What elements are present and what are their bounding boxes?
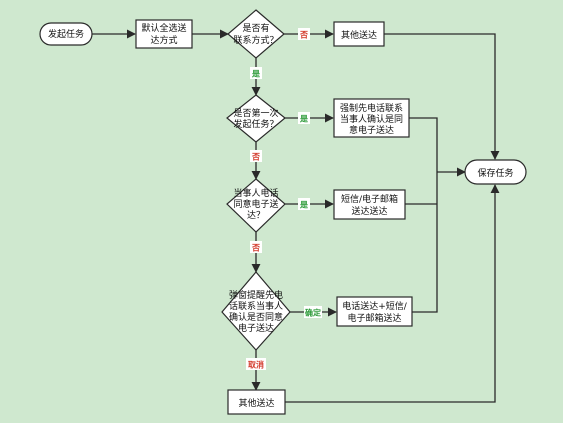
node-save: 保存任务 xyxy=(464,159,527,185)
node-save-label: 保存任务 xyxy=(477,167,513,179)
node-other-bottom: 其他送达 xyxy=(227,389,286,415)
edge-label-yes3-text: 是 xyxy=(299,200,308,210)
edge-label-yes1-text: 是 xyxy=(251,69,260,79)
node-force-phone: 强制先电话联系 当事人确认是同 意电子送达 xyxy=(333,98,410,138)
node-first-time-line1: 是否第一次 xyxy=(233,107,278,119)
node-agree-phone: 当事人电话 同意电子送 达？ xyxy=(226,178,286,233)
node-phone-sms-email: 电话送达+短信/ 电子邮箱送达 xyxy=(336,296,413,327)
node-default-all-line2: 达方式 xyxy=(150,34,177,46)
node-force-phone-line2: 当事人确认是同 xyxy=(340,113,403,125)
node-first-time-line2: 发起任务？ xyxy=(233,118,278,130)
node-agree-phone-line3: 达？ xyxy=(247,209,265,221)
node-force-phone-line1: 强制先电话联系 xyxy=(340,102,403,114)
node-start-label: 发起任务 xyxy=(48,28,84,40)
edge-other-bottom-to-save xyxy=(285,184,500,403)
node-phone-sms-email-line1: 电话送达+短信/ xyxy=(342,300,408,312)
edge-label-no2: 否 xyxy=(250,150,262,162)
node-agree-phone-line1: 当事人电话 xyxy=(233,187,278,199)
edge-label-confirm-text: 确定 xyxy=(305,308,321,318)
edge-label-no1-text: 否 xyxy=(299,31,308,40)
node-has-contact-line2: 联系方式？ xyxy=(233,34,278,46)
node-sms-email: 短信/电子邮箱 送达送达 xyxy=(333,189,406,220)
node-agree-phone-line2: 同意电子送 xyxy=(233,198,278,210)
edge-label-no1: 否 xyxy=(298,28,310,40)
connectors xyxy=(92,29,500,403)
node-other-bottom-label: 其他送达 xyxy=(238,397,274,409)
node-popup-confirm: 弹窗提醒先电 话联系当事人 确认是否同意 电子送达 xyxy=(221,271,291,351)
node-force-phone-line3: 意电子送达 xyxy=(349,124,394,136)
edge-phone-sms-to-merge xyxy=(412,172,438,313)
node-sms-email-line1: 短信/电子邮箱 xyxy=(341,193,398,205)
node-popup-confirm-line4: 电子送达 xyxy=(238,322,274,334)
node-phone-sms-email-line2: 电子邮箱送达 xyxy=(347,312,401,324)
edge-label-cancel: 取消 xyxy=(246,358,266,370)
edge-other-top-to-save xyxy=(384,33,500,160)
node-other-top: 其他送达 xyxy=(333,21,385,47)
node-sms-email-line2: 送达送达 xyxy=(351,205,387,217)
node-default-all: 默认全选送 达方式 xyxy=(135,19,193,49)
node-has-contact: 是否有 联系方式？ xyxy=(227,9,285,59)
node-first-time: 是否第一次 发起任务？ xyxy=(226,94,286,143)
edge-force-to-merge xyxy=(409,117,438,172)
node-other-top-label: 其他送达 xyxy=(341,29,377,41)
edge-label-no3: 否 xyxy=(250,241,262,253)
node-popup-confirm-line3: 确认是否同意 xyxy=(229,311,283,323)
node-popup-confirm-line2: 话联系当事人 xyxy=(229,300,283,312)
edge-label-yes3: 是 xyxy=(298,198,310,210)
edge-label-yes2-text: 是 xyxy=(299,114,308,124)
edge-label-confirm: 确定 xyxy=(304,306,322,318)
node-has-contact-line1: 是否有 xyxy=(242,22,269,34)
node-default-all-line1: 默认全选送 xyxy=(141,22,186,34)
edge-label-no3-text: 否 xyxy=(251,244,260,253)
node-start: 发起任务 xyxy=(39,22,93,46)
edge-label-no2-text: 否 xyxy=(251,153,260,162)
edge-label-yes2: 是 xyxy=(298,112,310,124)
edge-label-cancel-text: 取消 xyxy=(248,360,264,370)
edge-label-yes1: 是 xyxy=(250,67,262,79)
node-popup-confirm-line1: 弹窗提醒先电 xyxy=(229,289,283,301)
